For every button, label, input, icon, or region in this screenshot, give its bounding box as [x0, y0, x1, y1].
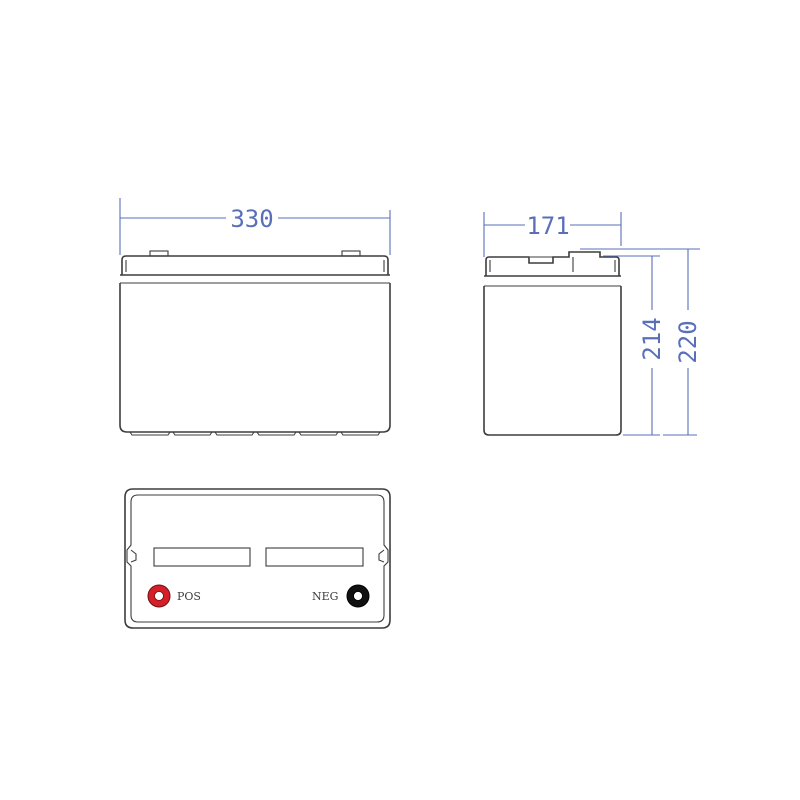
positive-terminal-icon	[147, 584, 171, 608]
dimension-case-height: 214	[603, 255, 666, 436]
dimension-length-label: 330	[230, 205, 273, 233]
negative-terminal-label: NEG	[312, 590, 338, 603]
side-view: 171 214 220	[483, 212, 702, 436]
front-view-feet	[129, 431, 381, 436]
dimension-total-height-label: 220	[674, 320, 702, 363]
front-view-lid	[121, 255, 389, 275]
top-view-label-window-left	[153, 547, 251, 567]
top-view: POS NEG	[124, 488, 391, 629]
side-view-body	[483, 286, 622, 436]
positive-terminal-label: POS	[177, 590, 201, 603]
top-view-inner-outline	[126, 494, 389, 623]
dimension-total-height: 220	[580, 248, 702, 436]
dimension-case-height-label: 214	[638, 317, 666, 360]
dimension-width-label: 171	[526, 212, 569, 240]
front-view: 330	[119, 198, 391, 436]
negative-terminal-icon	[346, 584, 370, 608]
side-view-lid	[485, 251, 620, 276]
front-view-terminal-right	[341, 250, 361, 257]
dimension-width: 171	[483, 212, 622, 257]
front-view-terminal-left	[149, 250, 169, 257]
dimension-length: 330	[119, 198, 391, 255]
front-view-body	[119, 283, 391, 433]
top-view-outline	[124, 488, 391, 629]
top-view-label-window-right	[265, 547, 364, 567]
